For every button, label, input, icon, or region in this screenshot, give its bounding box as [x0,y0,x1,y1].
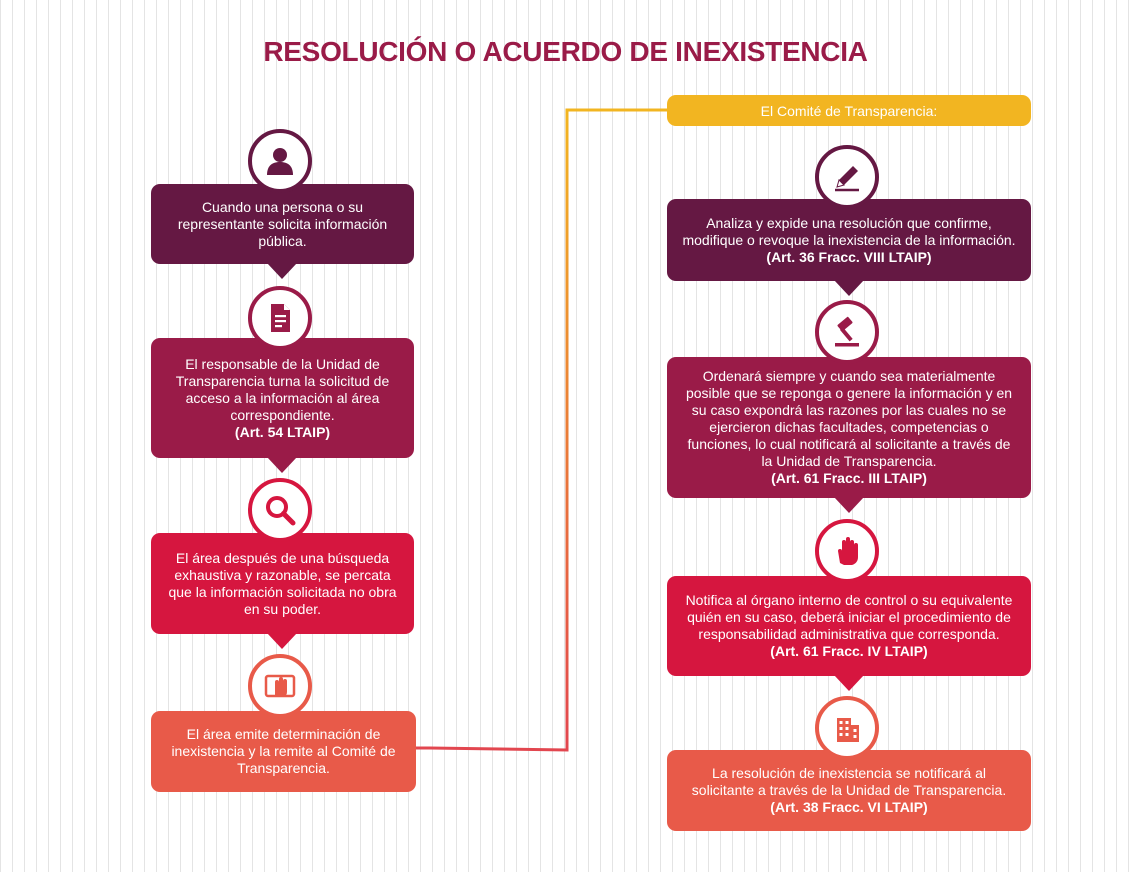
right-step-2-pointer [834,497,864,513]
committee-header: El Comité de Transparencia: [667,95,1031,126]
right-step-2-box: Ordenará siempre y cuando sea materialme… [667,357,1031,498]
right-step-3-ref: (Art. 61 Fracc. IV LTAIP) [770,643,928,659]
right-step-2-ref: (Art. 61 Fracc. III LTAIP) [771,470,927,486]
gavel-icon [815,300,879,364]
right-step-3-text: Notifica al órgano interno de control o … [685,592,1013,642]
person-icon [248,129,312,193]
right-step-4-ref: (Art. 38 Fracc. VI LTAIP) [770,799,928,815]
hand-stop-icon [248,654,312,718]
right-step-1-ref: (Art. 36 Fracc. VIII LTAIP) [766,248,932,265]
left-step-2-text: El responsable de la Unidad de Transpare… [175,355,390,423]
right-step-3-pointer [834,675,864,691]
right-step-2-text: Ordenará siempre y cuando sea materialme… [685,368,1013,469]
hand-icon [815,519,879,583]
right-step-3-box: Notifica al órgano interno de control o … [667,576,1031,676]
left-step-1-pointer [267,263,297,279]
left-step-3-text: El área después de una búsqueda exhausti… [168,549,397,617]
left-step-4-box: El área emite determinación de inexisten… [151,711,416,792]
left-step-2-box: El responsable de la Unidad de Transpare… [151,338,414,458]
pencil-icon [815,145,879,209]
left-step-2-ref: (Art. 54 LTAIP) [234,423,331,440]
left-step-1-text: Cuando una persona o su representante so… [177,198,388,249]
left-step-1-box: Cuando una persona o su representante so… [151,184,414,264]
right-step-1-pointer [834,280,864,296]
left-step-2-pointer [267,457,297,473]
right-step-1-box: Analiza y expide una resolución que conf… [667,199,1031,281]
magnifier-icon [248,478,312,542]
left-step-4-text: El área emite determinación de inexisten… [171,726,396,776]
document-icon [248,286,312,350]
left-step-3-box: El área después de una búsqueda exhausti… [151,533,414,634]
right-step-4-text: La resolución de inexistencia se notific… [691,765,1007,798]
page-title: RESOLUCIÓN O ACUERDO DE INEXISTENCIA [263,36,868,67]
committee-label: El Comité de Transparencia: [760,102,938,119]
right-step-4-box: La resolución de inexistencia se notific… [667,750,1031,831]
building-icon [815,696,879,760]
right-step-1-text: Analiza y expide una resolución que conf… [682,214,1016,248]
left-step-3-pointer [267,633,297,649]
